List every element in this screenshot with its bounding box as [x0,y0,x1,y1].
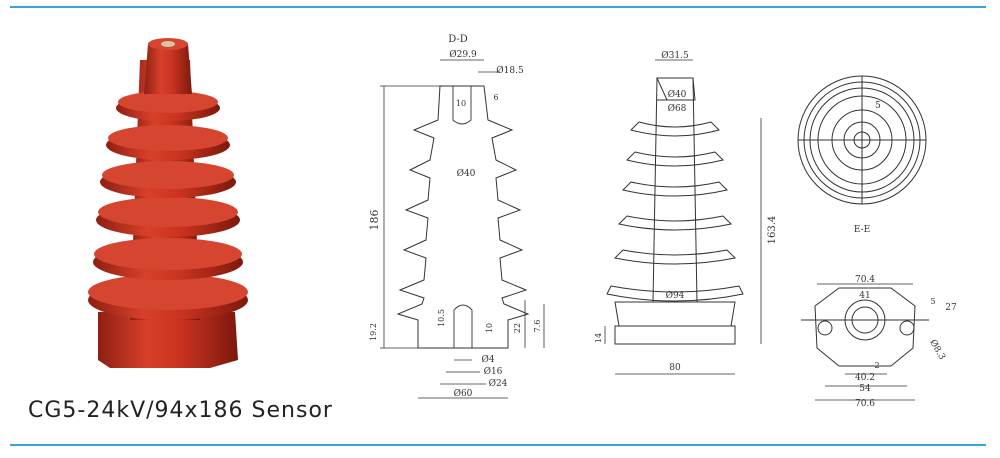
dim-base-width: 80 [669,363,681,373]
dim-inner-width: 41 [859,291,870,301]
section-view-dd: D-D 186 Ø29.9 Ø18.5 10 6 Ø40 10.5 10 22 … [368,34,545,399]
product-caption: CG5-24kV/94x186 Sensor [28,398,333,423]
dim-hole-diameter: Ø18.5 [496,65,524,76]
dim-hole-spacing: 54 [859,384,871,394]
dim-outer-width: 70.4 [855,275,875,285]
dim-bore-diameter: Ø16 [484,366,503,377]
dim-top-diameter: Ø31.5 [661,50,689,61]
top-divider [10,6,986,8]
dim-pin-diameter: Ø4 [481,354,494,365]
dim-thickness: 5 [930,297,935,306]
dim-top-diameter: Ø29.9 [449,49,477,60]
dim-hole-spacing-inner: 40.2 [855,373,875,383]
dim-height: 163.4 [767,216,778,245]
dim-bottom-height: 22 [513,323,522,333]
dim-bottom-slot-width-right: 10 [485,323,494,333]
front-view: Ø31.5 Ø40 Ø68 Ø94 163.4 14 80 [595,50,778,375]
dim-bottom-slot-width: 10.5 [437,309,446,327]
dim-base-height: 19.2 [369,323,378,341]
section-title: D-D [448,34,468,45]
dim-boss-diameter: Ø24 [489,378,508,389]
dim-core-diameter: Ø40 [457,168,476,179]
dim-shed-diameter: Ø68 [668,103,687,114]
dim-max-diameter: Ø94 [666,290,685,301]
dim-height: 186 [368,210,381,231]
dim-side: 27 [945,303,957,313]
bottom-divider [10,444,986,446]
dim-hole-diameter: Ø8.3 [927,338,948,363]
dim-slot-width: 10 [456,99,466,108]
dim-slot-depth: 6 [493,93,498,102]
top-view-ee: 5 E-E [797,75,927,235]
sensor-photo [88,38,248,368]
dim-gap: 2 [874,361,879,370]
dim-foot-height: 14 [595,333,603,343]
dim-neck-diameter: Ø40 [668,89,687,100]
top-view-title: E-E [854,225,870,235]
dim-overall-width: 70.6 [855,399,875,409]
dim-offset: 5 [875,101,881,111]
bottom-view: 70.4 41 5 27 Ø8.3 2 40.2 54 70.6 [801,275,957,409]
dim-base-diameter: Ø60 [454,388,473,399]
dim-bottom-offset: 7.6 [533,320,542,333]
